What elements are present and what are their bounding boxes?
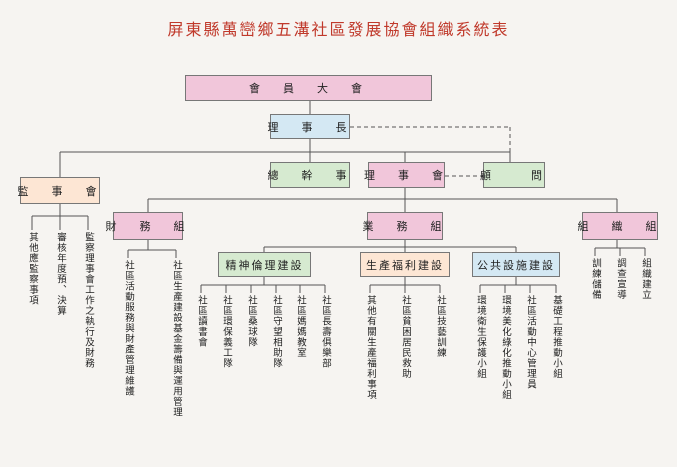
leaf-item: 基礎工程推動小組	[551, 295, 562, 379]
leaf-item: 環境衛生保護小組	[475, 295, 486, 379]
board-box: 理 事 會	[364, 162, 445, 188]
leaf-item: 監察理事會工作之執行及財務	[83, 232, 94, 369]
leaf-item: 其他應監察事項	[27, 232, 38, 306]
organization-group-box: 組 織 組	[578, 212, 658, 240]
leaf-item: 社區技藝訓練	[435, 295, 446, 358]
finance-group-box: 財 務 組	[106, 212, 185, 240]
leaf-item: 調查宣導	[615, 258, 626, 300]
leaf-item: 社區守望相助隊	[271, 295, 282, 369]
leaf-item: 社區活動服務與財產管理維護	[123, 260, 134, 397]
leaf-item: 組織建立	[640, 258, 651, 300]
advisors-box: 顧 問	[480, 162, 545, 188]
leaf-item: 社區長壽俱樂部	[320, 295, 331, 369]
chart-title: 屏東縣萬巒鄉五溝社區發展協會組織系統表	[167, 20, 510, 39]
business-group-box: 業 務 組	[363, 212, 443, 240]
member-assembly-box: 會 員 大 會	[185, 75, 432, 101]
leaf-item: 社區媽媽教室	[295, 295, 306, 358]
ethics-group-box: 精神倫理建設	[218, 252, 311, 277]
leaf-item: 社區活動中心管理員	[525, 295, 536, 390]
leaf-item: 社區環保義工隊	[221, 295, 232, 369]
leaf-item: 環境美化綠化推動小組	[500, 295, 511, 400]
chairman-box: 理 事 長	[268, 114, 350, 139]
leaf-item: 社區讀書會	[196, 295, 207, 348]
leaf-item: 社區貧困居民救助	[400, 295, 411, 379]
leaf-item: 社區桑球隊	[246, 295, 257, 348]
secretary-general-box: 總 幹 事	[268, 162, 350, 188]
leaf-item: 其他有關生產福利事項	[365, 295, 376, 400]
leaf-item: 社區生產建設基金籌備與運用管理	[171, 260, 182, 418]
leaf-item: 審核年度預、決算	[55, 232, 66, 316]
public-facility-group-box: 公共設施建設	[472, 252, 560, 277]
supervisors-box: 監 事 會	[18, 177, 100, 204]
welfare-group-box: 生產福利建設	[360, 252, 450, 277]
leaf-item: 訓練儲備	[590, 258, 601, 300]
